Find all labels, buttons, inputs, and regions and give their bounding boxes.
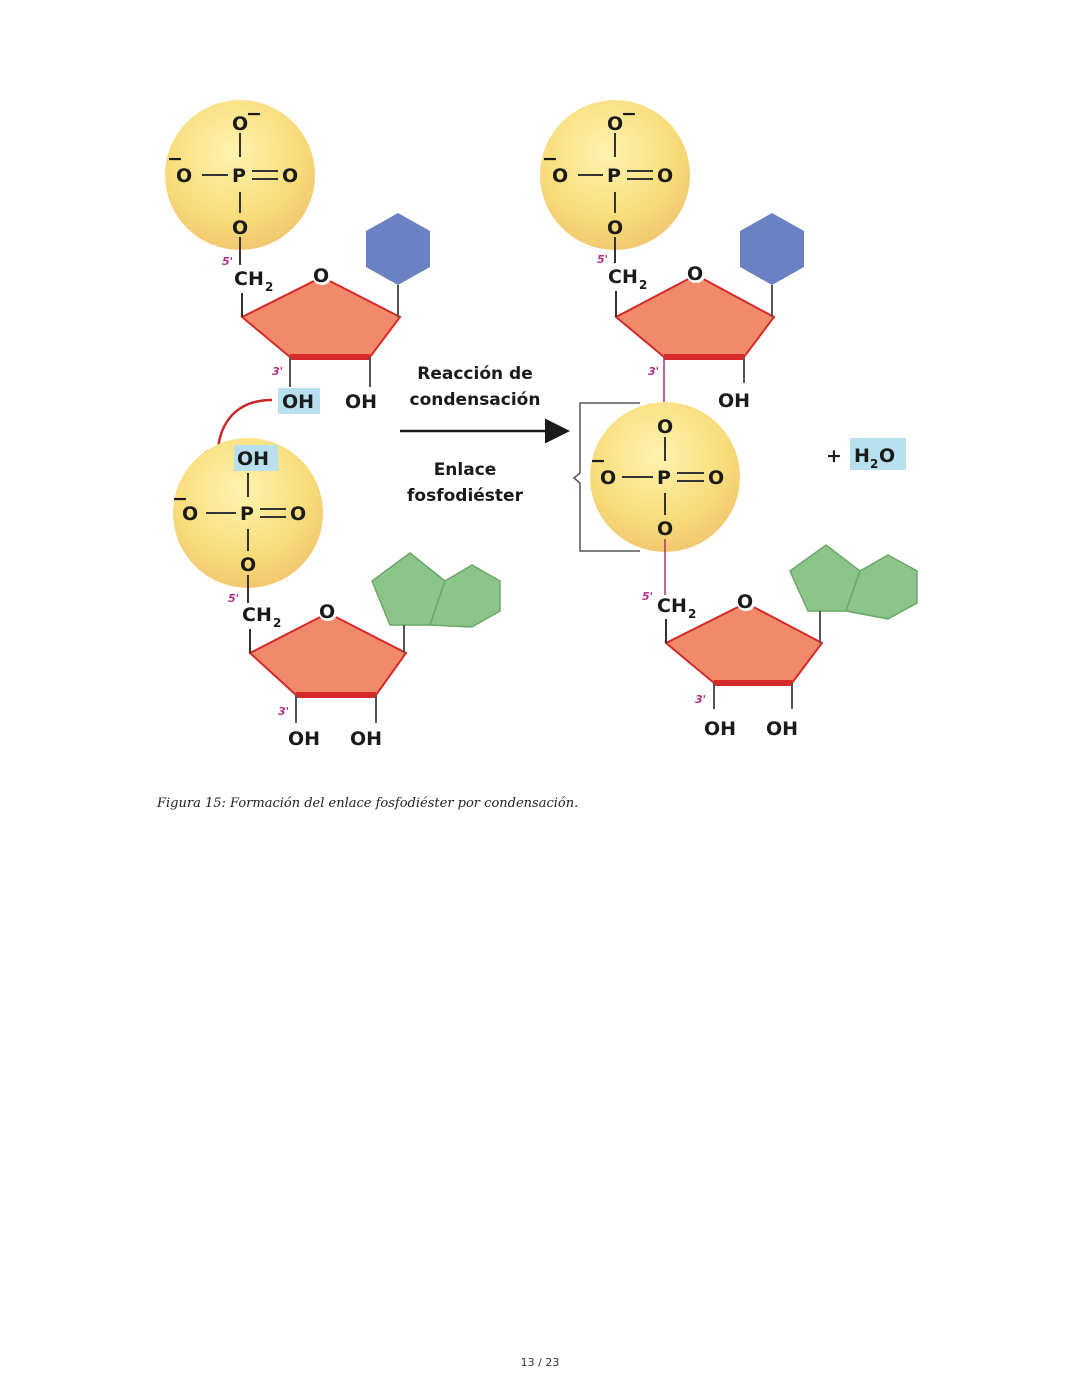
three-prime-label: 3' [278, 705, 289, 718]
oxygen-atom: O [708, 467, 724, 489]
ring-oxygen: O [319, 601, 335, 623]
pyrimidine-base [740, 213, 804, 285]
oxygen-atom: O [232, 113, 248, 135]
five-prime-label: 5' [222, 255, 233, 268]
oxygen-atom: O [232, 217, 248, 239]
water-o: O [879, 445, 895, 467]
phosphorus-atom: P [232, 165, 246, 187]
water-subscript: 2 [870, 457, 878, 471]
deoxyribose-sugar [240, 275, 402, 358]
oxygen-atom: O [607, 217, 623, 239]
oxygen-atom: O [176, 165, 192, 187]
deoxyribose-sugar [614, 273, 776, 358]
water-byproduct: + H 2 O [826, 438, 906, 471]
phosphorus-atom: P [240, 503, 254, 525]
reaction-label: Reacción de [417, 364, 532, 384]
phosphate-group [173, 438, 323, 588]
ch2-group: CH [608, 266, 638, 288]
oxygen-atom: O [607, 113, 623, 135]
subscript: 2 [265, 280, 273, 294]
minus-charge: − [621, 103, 637, 125]
bond-bracket [572, 402, 640, 552]
bond-label: Enlace [434, 460, 497, 480]
minus-charge: − [542, 148, 558, 170]
pyrimidine-base [366, 213, 430, 285]
phosphorus-atom: P [607, 165, 621, 187]
oh-highlight [278, 388, 320, 414]
minus-charge: − [172, 488, 188, 510]
bridging-phosphate-group [590, 402, 740, 552]
three-prime-hydroxyl: OH [282, 391, 314, 413]
deoxyribose-sugar [248, 611, 408, 696]
oxygen-atom: O [240, 554, 256, 576]
reaction-label: condensación [410, 390, 541, 410]
ring-oxygen: O [687, 263, 703, 285]
three-prime-hydroxyl: OH [704, 718, 736, 740]
oxygen-atom: O [552, 165, 568, 187]
minus-charge: − [167, 148, 183, 170]
phosphorus-atom: P [657, 467, 671, 489]
subscript: 2 [688, 607, 696, 621]
five-prime-label: 5' [228, 592, 239, 605]
two-prime-hydroxyl: OH [718, 390, 750, 412]
oxygen-atom: O [182, 503, 198, 525]
ch2-group: CH [657, 595, 687, 617]
subscript: 2 [639, 278, 647, 292]
phosphate-hydroxyl: OH [237, 448, 269, 470]
minus-charge: − [590, 450, 606, 472]
ch2-group: CH [234, 268, 264, 290]
phosphate-group [540, 100, 690, 250]
reaction-labels: Reacción de condensación Enlace fosfodié… [400, 364, 640, 552]
two-prime-hydroxyl: OH [350, 728, 382, 750]
two-prime-hydroxyl: OH [766, 718, 798, 740]
five-prime-label: 5' [597, 253, 608, 266]
oxygen-atom: O [290, 503, 306, 525]
deoxyribose-sugar [664, 601, 824, 684]
oxygen-atom: O [657, 416, 673, 438]
oxygen-atom: O [600, 467, 616, 489]
ring-oxygen: O [737, 591, 753, 613]
oxygen-atom: O [282, 165, 298, 187]
left-top-nucleotide: O − − O P O O 5' CH 2 O 3' OH OH [165, 100, 430, 414]
three-prime-label: 3' [272, 365, 283, 378]
oxygen-atom: O [657, 518, 673, 540]
left-bottom-nucleotide: OH − O P O O 5' CH 2 O 3' OH [172, 438, 501, 750]
oxygen-atom: O [657, 165, 673, 187]
page-number: 13 / 23 [520, 1356, 560, 1369]
minus-charge: − [246, 103, 262, 125]
five-prime-label: 5' [642, 590, 653, 603]
phosphate-group [165, 100, 315, 250]
ch2-group: CH [242, 604, 272, 626]
plus-sign: + [826, 445, 842, 467]
figure-caption: Figura 15: Formación del enlace fosfodié… [157, 796, 579, 811]
water-h: H [854, 445, 870, 467]
three-prime-hydroxyl: OH [288, 728, 320, 750]
subscript: 2 [273, 616, 281, 630]
bond-label: fosfodiéster [407, 486, 524, 506]
three-prime-label: 3' [695, 693, 706, 706]
oh-highlight [234, 445, 278, 471]
three-prime-label: 3' [648, 365, 659, 378]
ring-oxygen: O [313, 265, 329, 287]
phosphodiester-bond-diagram: O − − O P O O 5' CH 2 O 3' OH OH [160, 95, 930, 760]
water-highlight [850, 438, 906, 470]
right-product-dinucleotide: O − − O P O O 5' CH 2 O 3' OH O − [540, 100, 918, 740]
two-prime-hydroxyl: OH [345, 391, 377, 413]
